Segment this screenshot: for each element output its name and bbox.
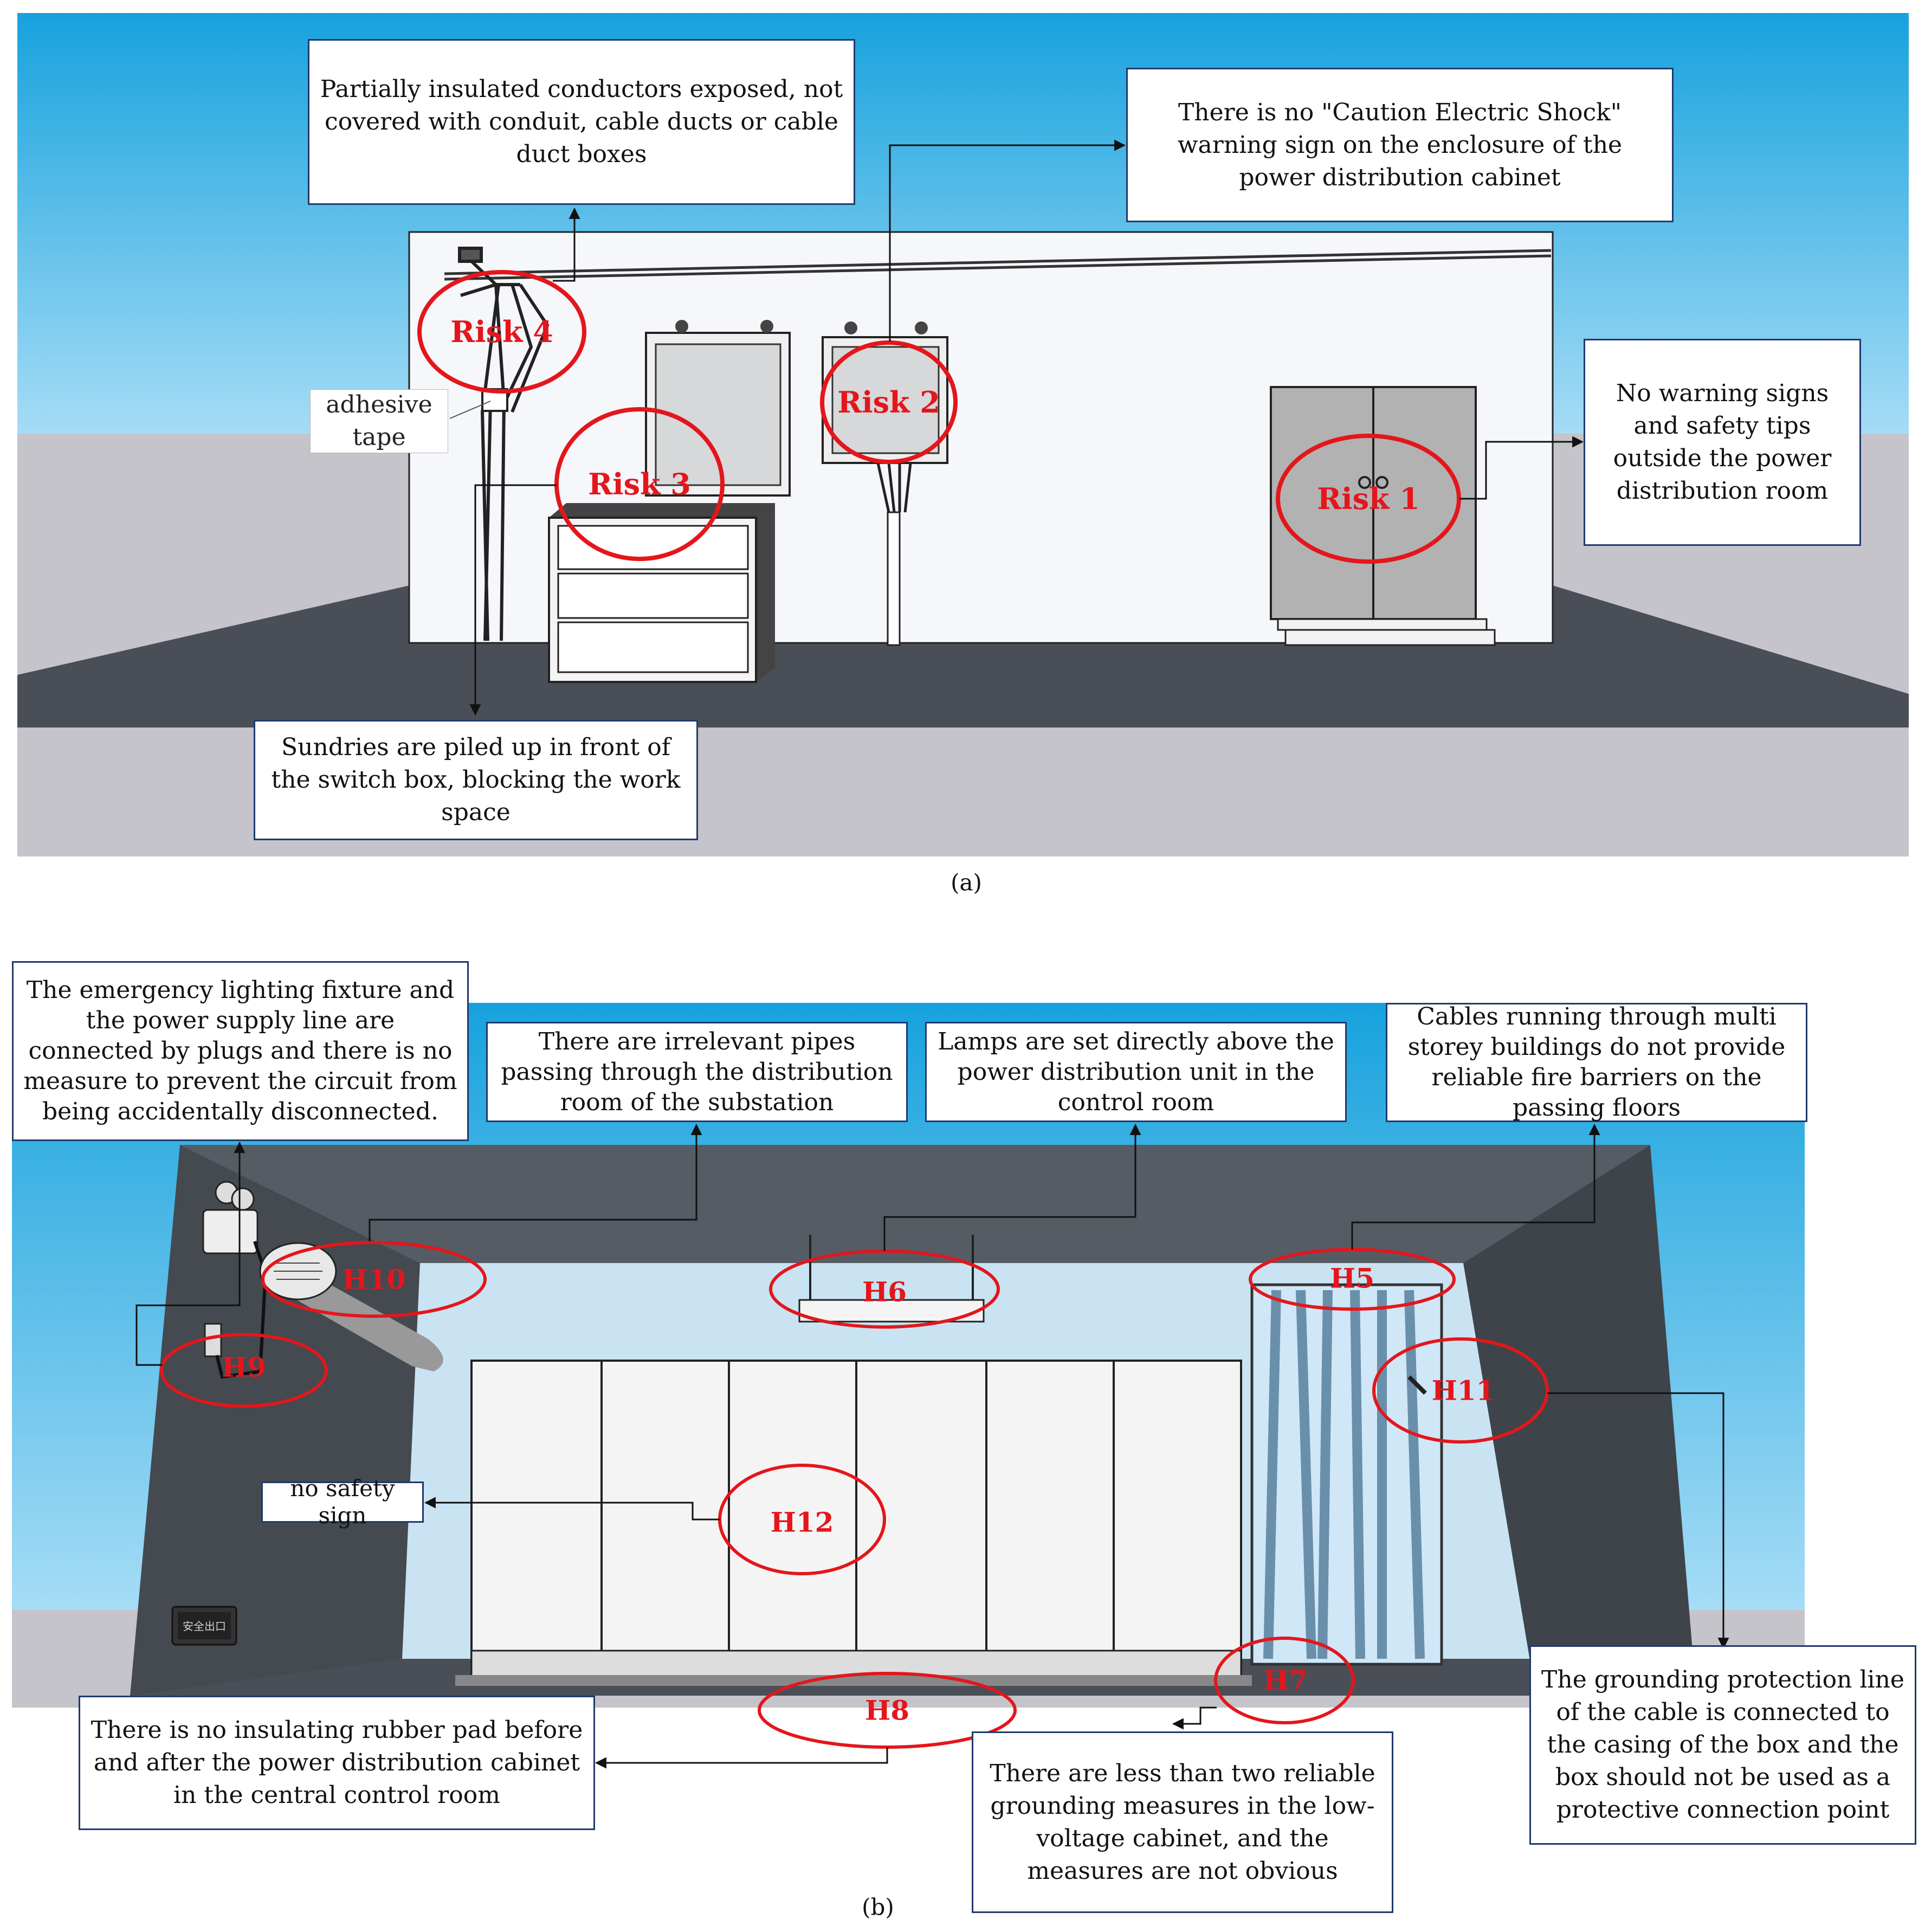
room-floor <box>130 1659 1696 1696</box>
leader-h10 <box>369 1123 702 1241</box>
distribution-room-door <box>1270 386 1496 646</box>
risk-1-label: Risk 1 <box>1317 481 1420 516</box>
leader-risk3 <box>469 484 557 716</box>
callout-grounding-measures: There are less than two reliable groundi… <box>972 1731 1393 1913</box>
leader-h9 <box>135 1141 246 1366</box>
callout-sundries: Sundries are piled up in front of the sw… <box>254 720 698 840</box>
h11-label: H11 <box>1431 1374 1495 1407</box>
callout-no-warning-signs: No warning signs and safety tips outside… <box>1584 339 1861 546</box>
leader-risk2 <box>889 139 1126 342</box>
leader-h6 <box>883 1123 1141 1251</box>
h12-label: H12 <box>770 1506 834 1538</box>
leader-h12 <box>424 1497 720 1521</box>
callout-adhesive-tape: adhesive tape <box>310 389 448 453</box>
emergency-light <box>202 1181 268 1379</box>
callout-rubber-pad: There is no insulating rubber pad before… <box>79 1696 595 1830</box>
risk-3-ellipse <box>554 407 725 561</box>
h5-label: H5 <box>1329 1262 1375 1295</box>
leader-risk4 <box>553 207 580 282</box>
callout-lamps-above: Lamps are set directly above the power d… <box>925 1022 1347 1122</box>
leader-h8 <box>595 1747 888 1769</box>
h7-label: H7 <box>1263 1664 1308 1697</box>
distribution-box-left <box>645 320 791 497</box>
callout-exposed-conductors: Partially insulated conductors exposed, … <box>308 39 855 205</box>
h8-label: H8 <box>864 1694 910 1727</box>
room-right-wall <box>1463 1145 1696 1696</box>
irrelevant-pipe <box>259 1242 443 1371</box>
cable-tray <box>444 249 1552 281</box>
leader-h5 <box>1351 1123 1600 1250</box>
adhesive-tape-leader <box>449 401 491 419</box>
callout-emergency-lighting: The emergency lighting fixture and the p… <box>12 961 469 1141</box>
h9-label: H9 <box>221 1351 267 1383</box>
switchgear-lineup <box>455 1360 1252 1686</box>
room-ceiling <box>180 1145 1650 1263</box>
callout-no-safety-sign: no safety sign <box>261 1475 424 1529</box>
caption-a: (a) <box>951 869 982 896</box>
room-back <box>401 1263 1534 1683</box>
cable-rack <box>1250 1283 1443 1666</box>
h10-label: H10 <box>342 1263 406 1296</box>
callout-cables-multistorey: Cables running through multi storey buil… <box>1386 1003 1807 1122</box>
callout-no-caution-sign: There is no "Caution Electric Shock" war… <box>1126 68 1674 222</box>
callout-grounding-line: The grounding protection line of the cab… <box>1529 1645 1916 1845</box>
risk-4-label: Risk 4 <box>450 314 553 349</box>
risk-2-ellipse <box>820 340 958 464</box>
exit-sign-text: 安全出口 <box>183 1620 226 1633</box>
caption-b: (b) <box>862 1894 894 1921</box>
leader-risk1 <box>1459 436 1584 500</box>
risk-4-ellipse <box>417 270 586 394</box>
callout-irrelevant-pipes: There are irrelevant pipes passing throu… <box>486 1022 908 1122</box>
risk-3-label: Risk 3 <box>588 467 691 501</box>
h6-label: H6 <box>862 1276 907 1308</box>
risk-1-ellipse <box>1276 434 1461 564</box>
sundries-cabinet <box>548 503 775 683</box>
leader-h11 <box>1547 1392 1729 1650</box>
exposed-conductors <box>458 247 550 641</box>
room-left-wall <box>130 1145 420 1696</box>
risk-2-label: Risk 2 <box>837 385 940 420</box>
leader-h7 <box>1172 1706 1217 1730</box>
